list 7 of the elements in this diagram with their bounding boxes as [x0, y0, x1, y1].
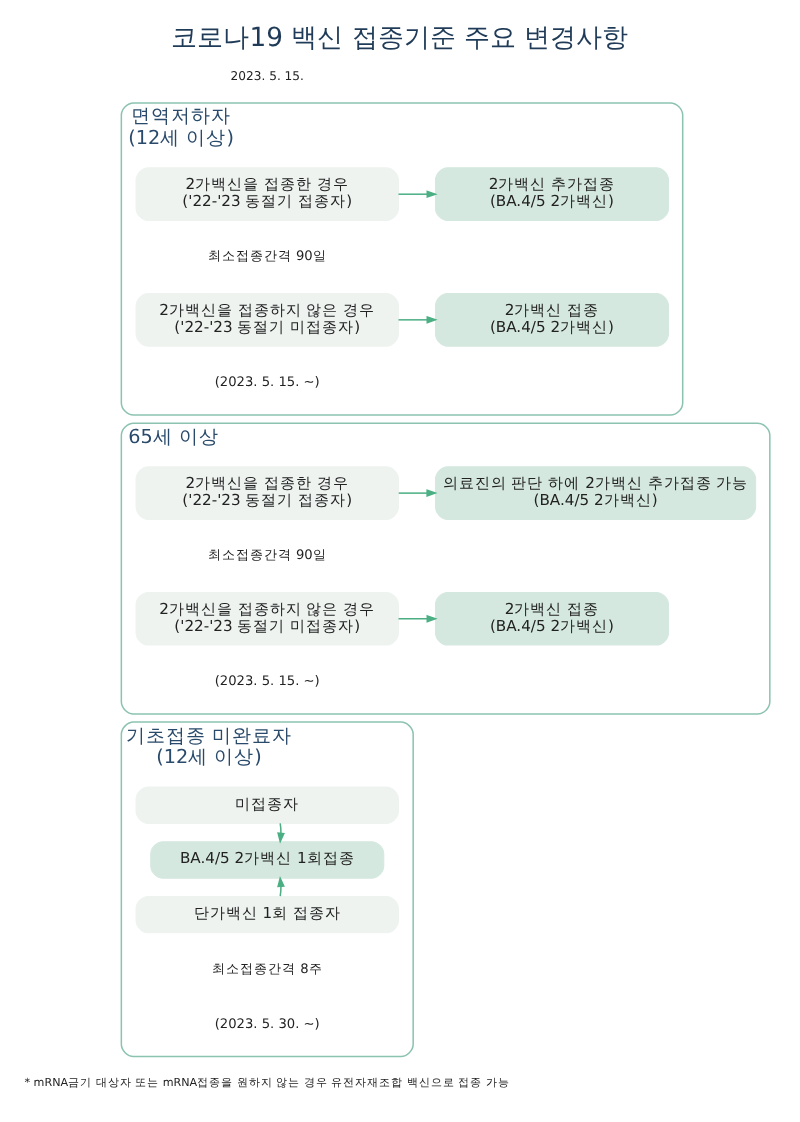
arrow	[397, 315, 438, 324]
arrow	[277, 822, 285, 844]
arrow	[277, 875, 285, 897]
arrow	[397, 614, 438, 623]
arrow	[397, 489, 438, 498]
diagram-title: 코로나19 백신 접종기준 주요 변경사항	[171, 24, 629, 55]
arrow	[397, 190, 438, 199]
